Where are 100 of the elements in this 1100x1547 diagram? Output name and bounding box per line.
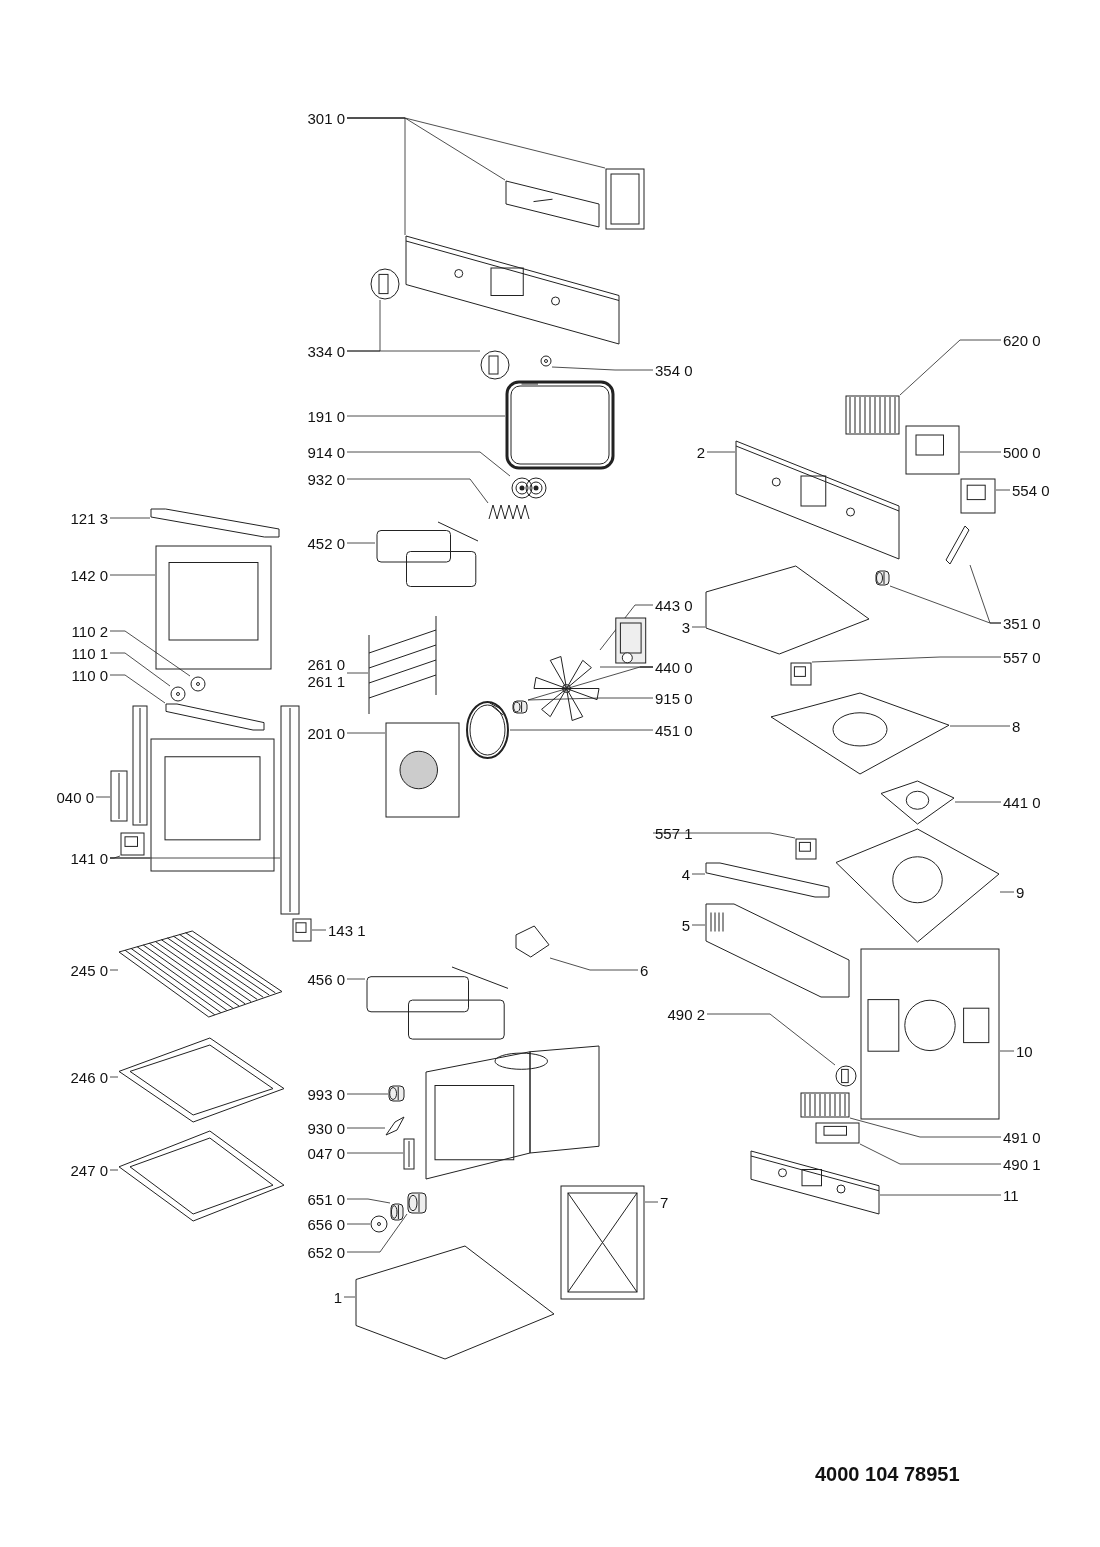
callout-number: 620 0	[1003, 331, 1041, 349]
callout-number: 490 2	[667, 1005, 705, 1023]
callout-number: 351 0	[1003, 614, 1041, 632]
cap-drawing	[510, 476, 548, 500]
leader-line	[859, 1143, 1002, 1165]
leader-line	[346, 350, 481, 352]
callout-number: 191 0	[307, 407, 345, 425]
callout-number: 491 0	[1003, 1128, 1041, 1146]
leader-line	[879, 1194, 1002, 1196]
leader-line	[889, 585, 1002, 624]
hinge-block-drawing	[120, 832, 145, 856]
leader-line	[109, 1076, 119, 1078]
callout-number: 110 2	[71, 622, 108, 640]
lamp-drawing	[390, 1203, 404, 1221]
callout-number: 915 0	[655, 689, 693, 707]
callout-number: 8	[1012, 717, 1021, 735]
leader-line	[109, 652, 171, 687]
leader-line	[849, 1117, 1002, 1138]
document-number: 4000 104 78951	[815, 1463, 960, 1486]
callout-number: 110 1	[71, 644, 108, 662]
leader-line	[109, 630, 191, 677]
callout-number: 500 0	[1003, 443, 1041, 461]
callout-number: 354 0	[655, 361, 693, 379]
callout-number: 5	[681, 916, 690, 934]
callout-number: 914 0	[307, 443, 345, 461]
callout-number: 440 0	[655, 658, 693, 676]
callout-number: 334 0	[307, 342, 345, 360]
control-panel-drawing	[405, 235, 620, 345]
sleeve-drawing	[512, 700, 528, 714]
callout-number: 10	[1016, 1042, 1033, 1060]
leader-line	[346, 732, 386, 734]
callout-number: 121 3	[70, 509, 108, 527]
leader-line	[959, 451, 1002, 453]
callout-number: 451 0	[655, 721, 693, 739]
leader-line	[644, 1201, 659, 1203]
callout-number: 652 0	[307, 1243, 345, 1261]
leader-line	[691, 626, 706, 628]
leader-line	[346, 1127, 386, 1129]
callout-number: 11	[1003, 1186, 1019, 1204]
lower-element-drawing	[365, 965, 510, 1043]
lamp-holder-drawing	[388, 1085, 405, 1102]
bracket-drawing	[515, 925, 550, 958]
control-board-drawing	[750, 1150, 880, 1215]
fan-cover-drawing	[385, 722, 460, 818]
leader-line	[999, 891, 1015, 893]
leader-line	[109, 517, 151, 519]
callout-number: 930 0	[307, 1119, 345, 1137]
callout-number: 7	[660, 1193, 669, 1211]
leader-line	[109, 857, 281, 859]
terminal-block-drawing	[845, 395, 900, 435]
door-rail-drawing	[280, 705, 300, 915]
channel-drawing	[705, 862, 830, 898]
lamp-cover-drawing	[370, 1214, 388, 1234]
callout-number: 490 1	[1003, 1155, 1041, 1173]
bush-drawing	[875, 570, 890, 586]
callout-number: 261 1	[307, 673, 345, 690]
callout-number: 443 0	[655, 596, 693, 614]
timer-drawing	[905, 425, 960, 475]
top-plate-drawing	[835, 828, 1000, 943]
leader-line	[346, 478, 489, 504]
door-trim-drawing	[150, 508, 280, 538]
callout-number: 993 0	[307, 1085, 345, 1103]
leader-line	[509, 729, 654, 731]
callout-number: 651 0	[307, 1190, 345, 1208]
tangential-fan-drawing	[880, 780, 955, 825]
callout-number: 4	[681, 865, 690, 883]
knob-drawing	[835, 1065, 857, 1087]
knob-drawing	[370, 268, 400, 300]
callout-number: 3	[681, 618, 690, 636]
callout-number: 441 0	[1003, 793, 1041, 811]
baking-tray-drawing	[118, 1037, 285, 1123]
clip-drawing	[292, 918, 312, 942]
callout-number: 245 0	[70, 961, 108, 979]
callout-number: 932 0	[307, 470, 345, 488]
hinge-drawing	[110, 770, 128, 822]
callout-number: 1	[333, 1288, 342, 1306]
baking-tray-drawing	[118, 1130, 285, 1222]
leader-line	[109, 674, 166, 704]
leader-line	[949, 725, 1011, 727]
rear-panel-drawing	[860, 948, 1000, 1120]
leader-line	[346, 1198, 391, 1204]
fan-housing-drawing	[770, 692, 950, 775]
callout-number: 142 0	[70, 566, 108, 584]
leader-line	[346, 1093, 389, 1095]
clip-drawing	[385, 1116, 405, 1136]
door-seal-drawing	[505, 380, 615, 470]
callout-number: 246 0	[70, 1068, 108, 1086]
display-frame-drawing	[605, 168, 645, 230]
leader-line	[346, 978, 366, 980]
callout-number: 110 0	[71, 666, 108, 684]
leader-line	[811, 656, 1002, 663]
side-panel-drawing	[560, 1185, 645, 1300]
leader-line	[551, 366, 654, 371]
wire-shelf-drawing	[118, 930, 283, 1018]
callout-number: 247 0	[70, 1161, 108, 1179]
door-switch-drawing	[403, 1138, 415, 1170]
leader-line	[899, 339, 1002, 396]
leader-line	[346, 451, 511, 477]
leader-line	[95, 796, 111, 798]
callout-number: 2	[696, 443, 705, 461]
